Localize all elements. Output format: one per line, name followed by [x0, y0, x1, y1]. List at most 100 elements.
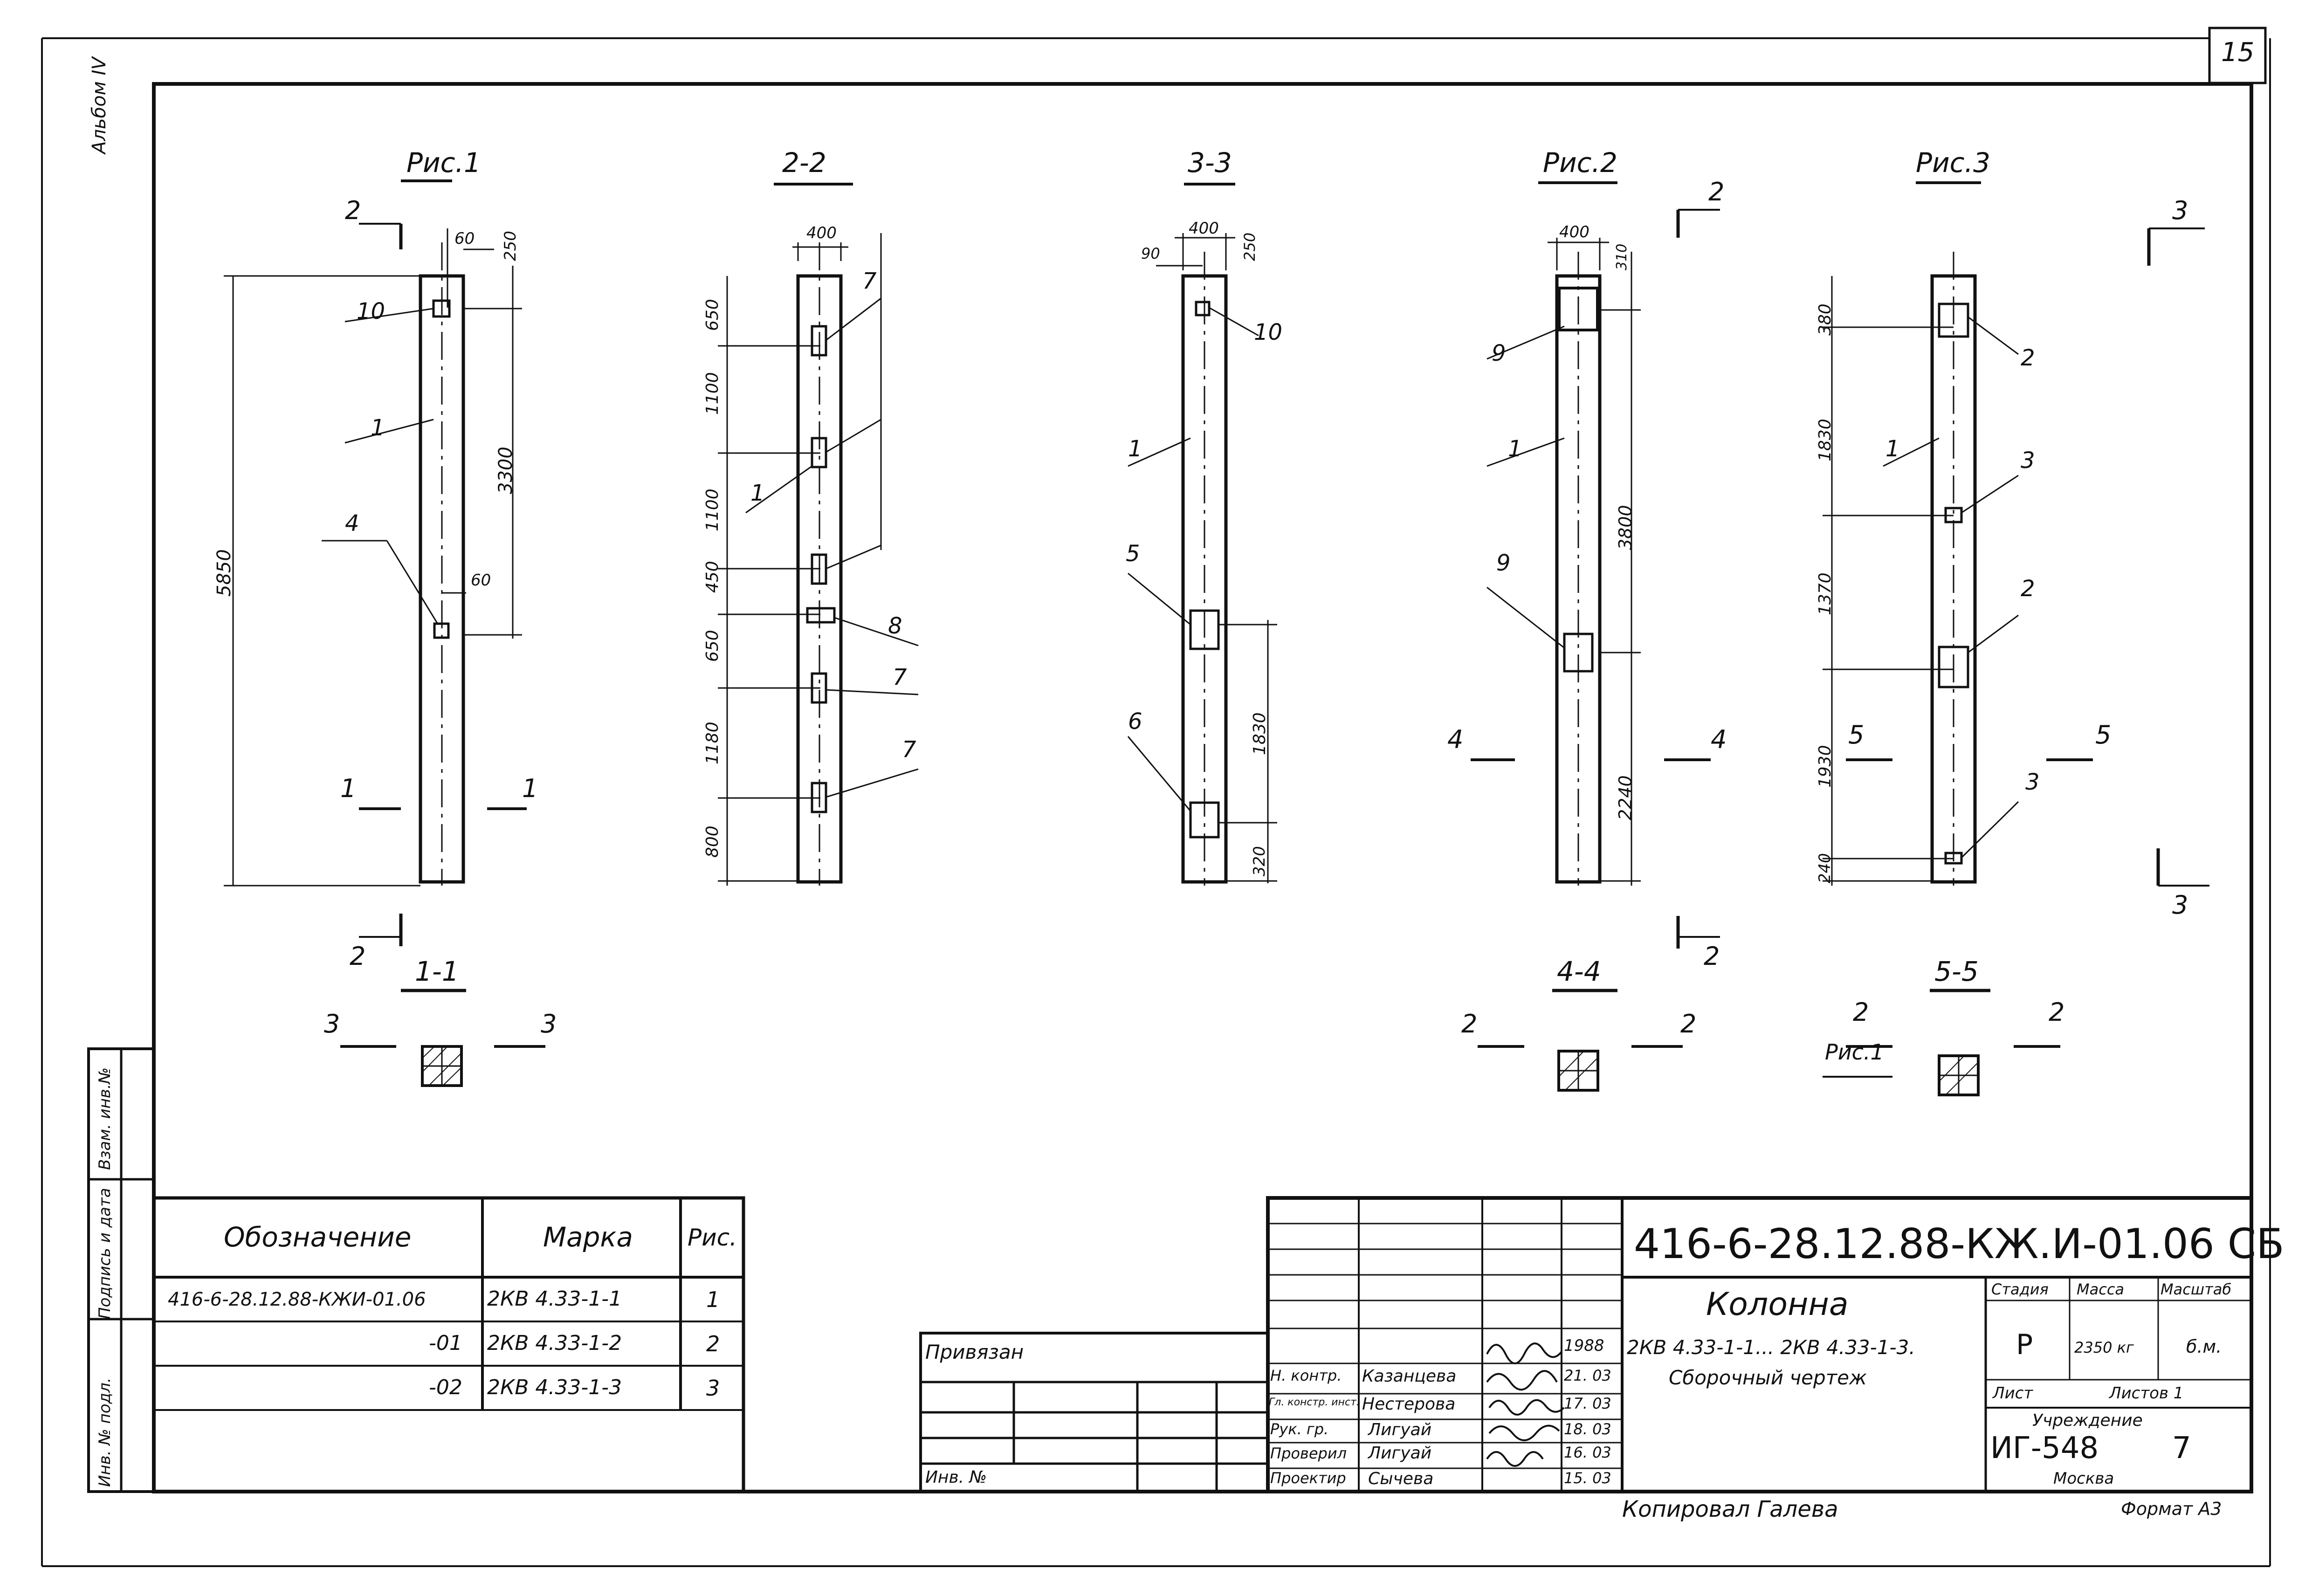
signer-date: 18. 03	[1564, 1420, 1611, 1438]
sheets-label: Листов 1	[2109, 1384, 2184, 1403]
section-mark: 5	[2095, 720, 2112, 750]
title-pic3: Рис.3	[1916, 147, 1990, 179]
callout-label: 2	[2021, 576, 2035, 602]
title-pic2: Рис.2	[1543, 147, 1617, 179]
section-mark: 1	[340, 774, 357, 803]
dim-label: 60	[454, 229, 475, 248]
dim-label: 5850	[213, 549, 235, 597]
spec-header-designation: Обозначение	[224, 1221, 412, 1253]
product-marks: 2КВ 4.33-1-1... 2КВ 4.33-1-3.	[1627, 1336, 1915, 1359]
album-label: Альбом IV	[89, 57, 110, 154]
privyazan-label: Привязан	[925, 1341, 1024, 1363]
section-mark: 3	[324, 1009, 340, 1039]
dim-label: 400	[1189, 219, 1219, 238]
dim-label: 3800	[1615, 505, 1636, 550]
signer-name: Нестерова	[1362, 1395, 1456, 1414]
callout-label: 9	[1492, 340, 1506, 366]
section-ref: Рис.1	[1825, 1039, 1884, 1065]
format-label: Формат А3	[2121, 1499, 2222, 1519]
mass-value: 2350 кг	[2074, 1339, 2134, 1356]
sheet-label: Лист	[1993, 1384, 2033, 1403]
column-pic1	[224, 223, 527, 946]
signature-marks	[1486, 1342, 1565, 1467]
callout-label: 4	[345, 510, 359, 537]
signer-role: Рук. гр.	[1270, 1420, 1329, 1438]
dim-label: 400	[1559, 223, 1590, 241]
org-code: ИГ-548	[1990, 1431, 2099, 1465]
dim-label: 1180	[703, 722, 722, 764]
column-pic3	[1823, 227, 2209, 887]
spec-header-mark: Марка	[543, 1221, 633, 1253]
section-mark: 4	[1447, 725, 1464, 754]
spec-cell: 2КВ 4.33-1-1	[487, 1287, 622, 1311]
callout-label: 1	[1885, 436, 1900, 462]
dim-label: 650	[703, 630, 722, 662]
callout-label: 1	[1508, 436, 1522, 462]
spec-cell: -01	[429, 1331, 462, 1355]
callout-label: 10	[1254, 319, 1283, 345]
section-mark: 3	[541, 1009, 557, 1039]
dim-label: 240	[1816, 853, 1834, 883]
dim-label: 250	[501, 231, 520, 261]
signer-date: 21. 03	[1564, 1367, 1611, 1384]
section-mark: 2	[2049, 998, 2065, 1027]
city: Москва	[2053, 1469, 2114, 1488]
column-sec33	[1127, 233, 1277, 886]
callout-label: 3	[2025, 769, 2040, 795]
signer-role: Проверил	[1270, 1445, 1347, 1462]
title-sec33: 3-3	[1188, 147, 1232, 179]
callout-label: 1	[1128, 436, 1142, 462]
spec-cell: 2КВ 4.33-1-2	[487, 1331, 622, 1355]
document-code: 416-6-28.12.88-КЖ.И-01.06 СБ	[1634, 1220, 2284, 1268]
section-1-1	[340, 989, 545, 1087]
mass-header: Масса	[2077, 1280, 2125, 1298]
spec-cell: 2	[706, 1331, 720, 1356]
dim-label: 1100	[703, 372, 722, 415]
section-mark: 5	[1848, 720, 1865, 750]
section-mark: 2	[345, 196, 361, 225]
callout-label: 5	[1126, 541, 1140, 567]
dim-label: 2240	[1615, 775, 1636, 820]
dim-label: 310	[1614, 243, 1630, 270]
signer-name: Лигуай	[1368, 1420, 1432, 1439]
callout-label: 7	[862, 268, 877, 294]
product-name: Колонна	[1706, 1286, 1849, 1323]
dim-label: 60	[471, 571, 491, 590]
section-mark: 3	[2172, 890, 2188, 920]
signer-date: 15. 03	[1564, 1469, 1611, 1487]
dim-label: 320	[1250, 846, 1269, 876]
page-number: 15	[2221, 37, 2255, 68]
section-mark: 2	[1680, 1009, 1697, 1039]
dim-label: 250	[1241, 232, 1259, 261]
column-sec22	[718, 233, 919, 886]
signer-role: Гл. констр. инст.	[1269, 1396, 1360, 1408]
org-label: Учреждение	[2032, 1411, 2143, 1430]
drawing-type: Сборочный чертеж	[1669, 1366, 1867, 1389]
signer-name: Казанцева	[1362, 1367, 1457, 1386]
dim-label: 3300	[495, 447, 516, 494]
title-sec11: 1-1	[415, 956, 459, 987]
callout-label: 3	[2021, 447, 2035, 474]
title-sec55: 5-5	[1934, 956, 1979, 987]
signer-role: Н. контр.	[1270, 1367, 1342, 1384]
org-suffix: 7	[2172, 1431, 2191, 1465]
callout-label: 1	[371, 415, 385, 441]
dim-label: 1830	[1816, 419, 1835, 461]
dim-label: 1930	[1816, 745, 1835, 788]
callout-label: 1	[750, 480, 765, 506]
dim-label: 380	[1816, 303, 1835, 336]
section-mark: 4	[1711, 725, 1727, 754]
section-mark: 1	[522, 774, 538, 803]
section-mark: 2	[1853, 998, 1869, 1027]
scale-header: Масштаб	[2161, 1280, 2232, 1298]
inv-label: Инв. №	[925, 1468, 987, 1487]
callout-label: 7	[893, 664, 907, 690]
stage-header: Стадия	[1991, 1280, 2049, 1298]
title-sec44: 4-4	[1557, 956, 1601, 987]
callout-label: 2	[2021, 345, 2035, 371]
section-mark: 2	[350, 942, 366, 971]
spec-cell: 3	[706, 1376, 720, 1401]
dim-label: 1830	[1250, 712, 1269, 755]
dim-label: 400	[806, 224, 837, 242]
